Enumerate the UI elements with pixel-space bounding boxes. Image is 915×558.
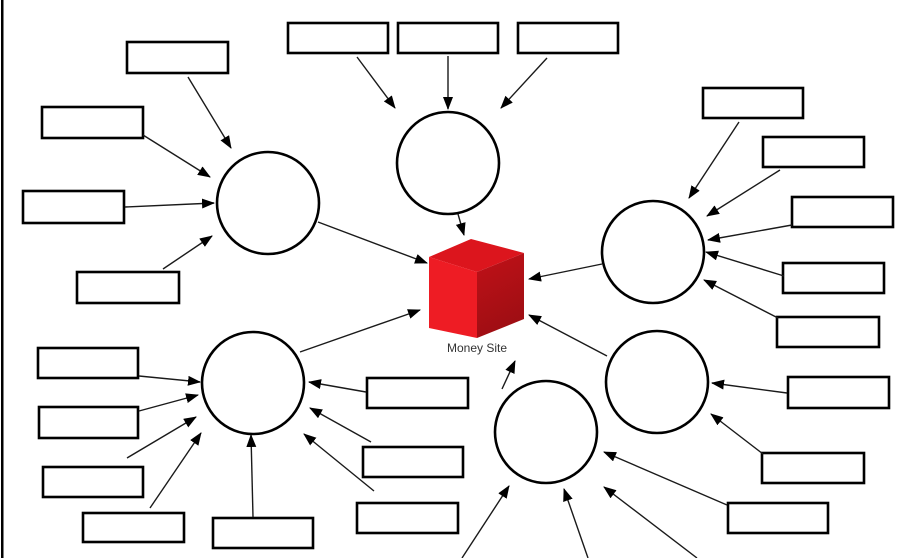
arrow xyxy=(162,235,213,270)
spoke-box-lower-left-right xyxy=(361,445,465,479)
hub-top xyxy=(395,110,501,216)
arrow xyxy=(528,263,603,282)
arrow xyxy=(500,57,548,109)
hub-upper-left xyxy=(215,150,321,256)
arrow xyxy=(317,221,428,264)
cube-right-face xyxy=(477,253,524,338)
arrow xyxy=(603,451,728,506)
arrow xyxy=(688,121,740,199)
arrow xyxy=(703,279,779,319)
arrow xyxy=(710,413,764,455)
cube-top-face xyxy=(429,239,524,272)
arrow xyxy=(126,416,197,459)
spoke-box-lower-left xyxy=(36,346,140,380)
cube-front-face xyxy=(429,257,477,338)
arrow xyxy=(603,486,698,558)
spoke-box-lower-left xyxy=(37,405,140,440)
money-site-label: Money Site xyxy=(447,341,507,355)
arrow xyxy=(299,309,421,353)
arrow xyxy=(356,56,396,109)
arrow xyxy=(707,224,793,243)
arrow xyxy=(528,314,608,357)
arrow xyxy=(706,169,781,217)
arrow xyxy=(309,407,372,443)
spoke-box-upper-right xyxy=(761,135,866,169)
spoke-box-lower-right xyxy=(760,451,866,485)
spoke-box-lower-left xyxy=(81,511,186,544)
arrow xyxy=(455,213,466,236)
spoke-box-upper-right xyxy=(701,86,805,120)
left-edge-line xyxy=(1,0,4,558)
spoke-box-lower-left-right xyxy=(355,501,460,535)
hub-lower-right xyxy=(604,329,710,435)
arrow xyxy=(308,379,367,393)
hub-bottom xyxy=(493,379,599,485)
arrow xyxy=(303,433,375,492)
spoke-box-top xyxy=(286,21,390,55)
spoke-box-upper-left xyxy=(40,105,145,140)
arrow xyxy=(187,76,232,149)
arrow xyxy=(711,379,788,394)
spoke-box-lower-left xyxy=(41,465,145,499)
spoke-box-bottom-right xyxy=(726,501,830,535)
spoke-box-upper-left xyxy=(125,40,230,75)
spoke-box-top xyxy=(396,21,500,55)
arrow xyxy=(142,134,211,178)
spoke-box-top xyxy=(516,21,620,55)
spoke-box-upper-right xyxy=(790,195,895,229)
spoke-box-lower-right xyxy=(786,375,891,410)
arrow xyxy=(124,198,215,209)
spoke-box-upper-left xyxy=(21,189,126,225)
shape-layer xyxy=(21,21,895,558)
arrow xyxy=(563,488,589,558)
spoke-box-lower-left-right xyxy=(365,376,470,410)
arrow xyxy=(138,393,199,412)
hub-upper-right xyxy=(600,199,706,305)
arrow xyxy=(501,360,516,390)
arrow xyxy=(246,434,257,518)
arrow xyxy=(461,485,510,558)
spoke-box-upper-left xyxy=(75,270,181,305)
spoke-box-upper-right xyxy=(775,315,881,349)
arrow xyxy=(138,375,201,386)
hub-lower-left xyxy=(200,330,306,436)
arrow xyxy=(149,432,202,509)
arrow xyxy=(705,250,785,277)
spoke-box-upper-right xyxy=(781,261,886,295)
spoke-box-lower-left xyxy=(211,516,315,550)
